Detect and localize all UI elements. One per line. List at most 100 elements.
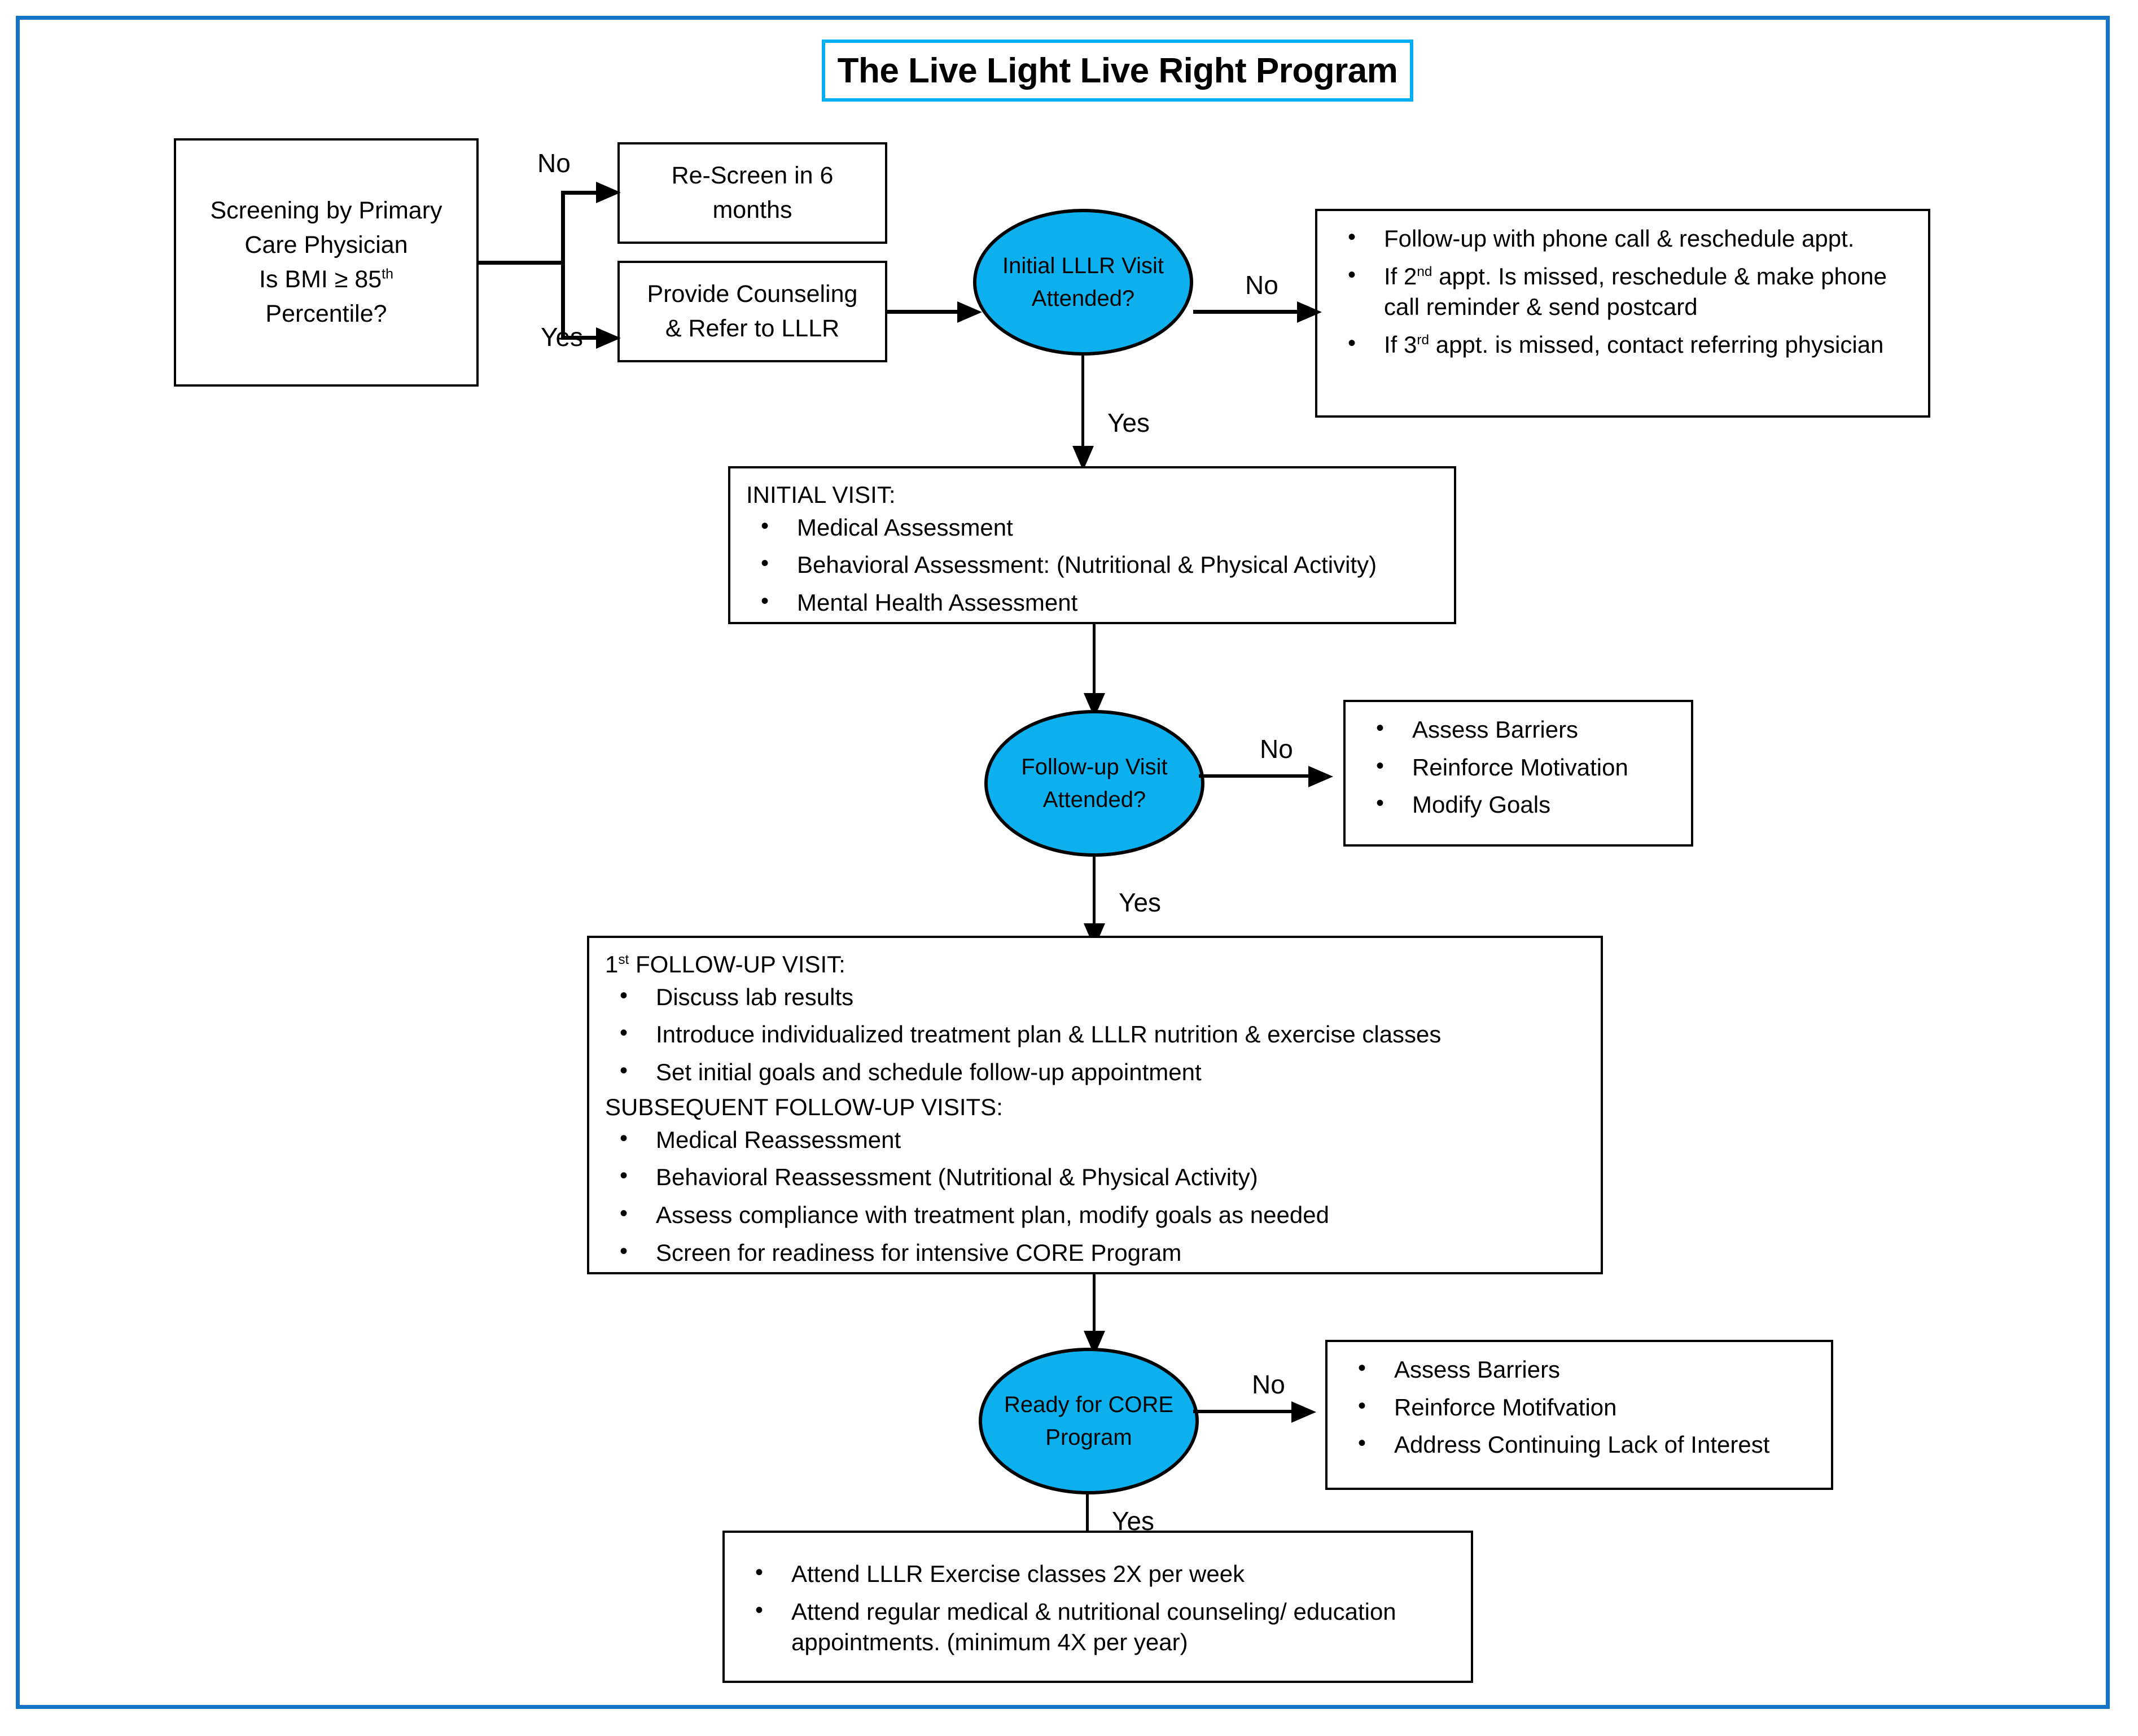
- screening-line-4: Percentile?: [265, 300, 387, 328]
- ready-for-core-label: Ready for CORE Program: [982, 1388, 1195, 1454]
- missed-appointment-box: Follow-up with phone call & reschedule a…: [1315, 209, 1930, 418]
- followup-oval-line-2: Attended?: [1042, 787, 1146, 812]
- program-title-box: The Live Light Live Right Program: [822, 40, 1413, 102]
- core-oval-line-1: Ready for CORE: [1004, 1392, 1174, 1417]
- initial-visit-detail-box: INITIAL VISIT: Medical Assessment Behavi…: [728, 466, 1456, 624]
- page-title: The Live Light Live Right Program: [837, 51, 1398, 90]
- connector-initial-no: [1193, 310, 1300, 314]
- connector-no-rescreen: [561, 191, 599, 195]
- initial-lllr-visit-label: Initial LLLR Visit Attended?: [976, 249, 1190, 315]
- rescreen-line-2: months: [712, 196, 792, 223]
- screening-line-3: Is BMI ≥ 85th: [210, 262, 442, 297]
- bullet-text: If 2: [1384, 262, 1417, 290]
- connector-core-no: [1193, 1410, 1295, 1413]
- list-item: Medical Reassessment: [602, 1124, 1589, 1156]
- bullet-text: Assess Barriers: [1394, 1356, 1561, 1383]
- connector-screening-bus: [561, 191, 565, 340]
- list-item: Behavioral Reassessment (Nutritional & P…: [602, 1161, 1589, 1193]
- edge-label-screening-yes: Yes: [541, 322, 584, 352]
- initial-lllr-visit-decision: Initial LLLR Visit Attended?: [973, 209, 1193, 356]
- edge-label-followup-no: No: [1260, 734, 1293, 764]
- arrowhead-initial-oval: [957, 301, 982, 323]
- list-item: Discuss lab results: [602, 981, 1589, 1013]
- core-oval-line-2: Program: [1045, 1425, 1132, 1450]
- heading-text: FOLLOW-UP VISIT:: [629, 951, 845, 977]
- followup-visit-list-2: Medical Reassessment Behavioral Reassess…: [602, 1124, 1589, 1269]
- followup-no-list: Assess Barriers Reinforce Motivation Mod…: [1358, 713, 1680, 821]
- screening-line-2: Care Physician: [244, 231, 408, 258]
- bullet-text: Introduce individualized treatment plan …: [656, 1021, 1442, 1048]
- core-no-list: Assess Barriers Reinforce Motifvation Ad…: [1340, 1353, 1820, 1461]
- counseling-line-2: & Refer to LLLR: [665, 315, 840, 342]
- list-item: Screen for readiness for intensive CORE …: [602, 1237, 1589, 1269]
- page-border-frame: [16, 16, 2110, 1709]
- counseling-box: Provide Counseling & Refer to LLLR: [617, 261, 887, 362]
- bullet-text-cont: appt. Is missed, reschedule & make phone…: [1384, 262, 1887, 321]
- bullet-text: Assess Barriers: [1412, 716, 1579, 743]
- list-item: Assess compliance with treatment plan, m…: [602, 1199, 1589, 1231]
- initial-oval-line-2: Attended?: [1031, 286, 1135, 311]
- screening-box-text: Screening by Primary Care Physician Is B…: [210, 194, 442, 331]
- bullet-text: Reinforce Motivation: [1412, 753, 1628, 781]
- list-item: Introduce individualized treatment plan …: [602, 1018, 1589, 1050]
- list-item: Attend regular medical & nutritional cou…: [737, 1595, 1401, 1658]
- followup-visit-detail-box: 1st FOLLOW-UP VISIT: Discuss lab results…: [587, 936, 1603, 1274]
- core-program-attendance-list: Attend LLLR Exercise classes 2X per week…: [737, 1558, 1460, 1658]
- bullet-text: Attend LLLR Exercise classes 2X per week: [791, 1560, 1245, 1587]
- bullet-text: Screen for readiness for intensive CORE …: [656, 1239, 1182, 1266]
- connector-screening-stem: [479, 261, 563, 265]
- followup-no-box: Assess Barriers Reinforce Motivation Mod…: [1343, 700, 1693, 847]
- edge-label-screening-no: No: [537, 148, 571, 178]
- core-program-attendance-box: Attend LLLR Exercise classes 2X per week…: [722, 1531, 1473, 1683]
- screening-ordinal-sup: th: [382, 266, 393, 282]
- list-item: Set initial goals and schedule follow-up…: [602, 1056, 1589, 1088]
- connector-followup-yes-stem: [1093, 857, 1096, 929]
- list-item: Attend LLLR Exercise classes 2X per week: [737, 1558, 1460, 1590]
- connector-core-yes-stem: [1086, 1494, 1089, 1554]
- connector-yes-counseling: [561, 336, 599, 340]
- list-item: Address Continuing Lack of Interest: [1340, 1428, 1820, 1461]
- edge-label-initial-yes: Yes: [1107, 408, 1150, 437]
- list-item: Follow-up with phone call & reschedule a…: [1330, 222, 1917, 255]
- connector-initialbox-to-followup: [1093, 624, 1096, 699]
- bullet-text: Behavioral Assessment: (Nutritional & Ph…: [797, 551, 1377, 578]
- edge-label-core-no: No: [1252, 1370, 1285, 1399]
- bullet-text: Medical Assessment: [797, 514, 1013, 541]
- ready-for-core-decision: Ready for CORE Program: [979, 1348, 1199, 1494]
- list-item: Behavioral Assessment: (Nutritional & Ph…: [743, 549, 1443, 581]
- screening-bmi-text: Is BMI ≥ 85: [259, 266, 382, 293]
- missed-appointment-list: Follow-up with phone call & reschedule a…: [1330, 222, 1917, 360]
- bullet-text: Mental Health Assessment: [797, 589, 1078, 616]
- bullet-text: Set initial goals and schedule follow-up…: [656, 1058, 1202, 1085]
- list-item: Reinforce Motifvation: [1340, 1391, 1820, 1423]
- followup-visit-heading-1: 1st FOLLOW-UP VISIT:: [605, 950, 1589, 979]
- bullet-text: Medical Reassessment: [656, 1126, 901, 1153]
- counseling-line-1: Provide Counseling: [647, 280, 858, 308]
- heading-ordinal: 1: [605, 951, 619, 977]
- core-no-box: Assess Barriers Reinforce Motifvation Ad…: [1325, 1340, 1833, 1490]
- arrowhead-core-oval: [1084, 1331, 1105, 1356]
- screening-line-1: Screening by Primary: [210, 196, 443, 224]
- list-item: Assess Barriers: [1340, 1353, 1820, 1386]
- connector-initial-yes-stem: [1081, 356, 1084, 451]
- initial-oval-line-1: Initial LLLR Visit: [1002, 253, 1164, 278]
- list-item: Modify Goals: [1358, 788, 1680, 821]
- bullet-ordinal-sup: rd: [1417, 332, 1430, 348]
- rescreen-line-1: Re-Screen in 6: [671, 161, 834, 189]
- followup-visit-heading-2: SUBSEQUENT FOLLOW-UP VISITS:: [605, 1094, 1003, 1121]
- heading-ordinal-sup: st: [618, 952, 629, 967]
- arrowhead-missed-box: [1297, 301, 1322, 323]
- list-item: Reinforce Motivation: [1358, 751, 1680, 783]
- connector-followupbox-to-core: [1093, 1274, 1096, 1336]
- rescreen-box-text: Re-Screen in 6 months: [672, 159, 834, 227]
- bullet-text: Modify Goals: [1412, 791, 1551, 818]
- followup-oval-line-1: Follow-up Visit: [1021, 755, 1168, 779]
- followup-visit-decision: Follow-up Visit Attended?: [984, 710, 1204, 857]
- arrowhead-followup-no-box: [1308, 766, 1333, 787]
- bullet-text-cont: appt. is missed, contact referring physi…: [1429, 331, 1884, 358]
- connector-counseling-to-initial: [887, 310, 961, 314]
- list-item: Assess Barriers: [1358, 713, 1680, 746]
- list-item: If 2nd appt. Is missed, reschedule & mak…: [1330, 260, 1917, 323]
- edge-label-followup-yes: Yes: [1119, 888, 1162, 917]
